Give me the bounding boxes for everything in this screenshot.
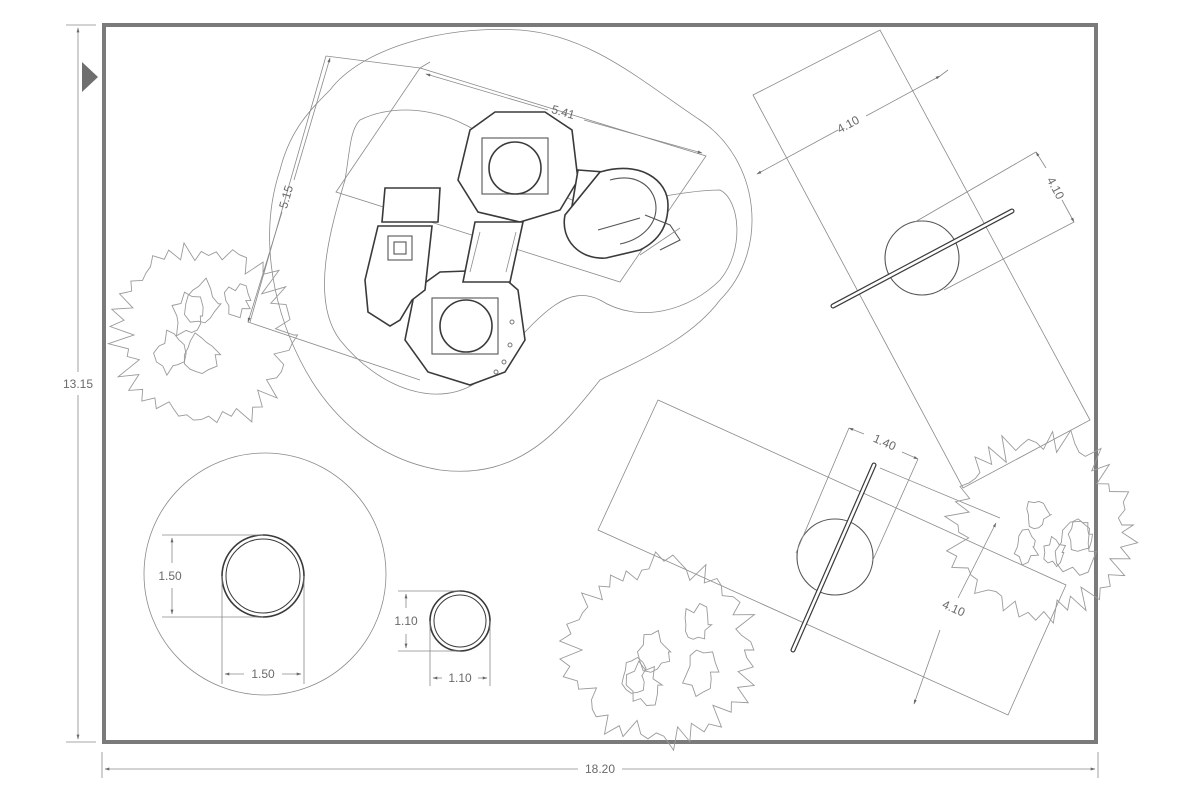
- overall-width-dimension: 18.20: [101, 752, 1099, 778]
- swing-top-length-dimension: 4.10: [756, 69, 949, 175]
- large-pad-height-label: 1.50: [158, 569, 182, 583]
- swing-top: [830, 208, 1015, 309]
- swing-top-width-label: 4.10: [1044, 175, 1067, 202]
- tree-canopy-icon: [943, 429, 1139, 625]
- small-pad-height-label: 1.10: [394, 614, 418, 628]
- swing-bottom-seat-dimension: 1.40: [795, 427, 919, 563]
- site-boundary: [102, 23, 1098, 744]
- overall-width-label: 18.20: [585, 762, 615, 776]
- play-structure-width-label: 5.15: [276, 183, 296, 210]
- play-structure-length-label: 5.41: [550, 102, 577, 122]
- swing-bottom: [790, 462, 877, 653]
- small-pad: 1.10 1.10: [394, 590, 491, 686]
- play-structure-footprint: [335, 67, 707, 283]
- overall-height-dimension: 13.15: [63, 24, 96, 743]
- play-structure-width-dimension: 5.15: [247, 55, 421, 381]
- large-pad-width-label: 1.50: [251, 667, 275, 681]
- swing-top-safety-zone: [752, 29, 1091, 489]
- play-structure: [364, 111, 681, 386]
- swing-top-length-label: 4.10: [835, 113, 862, 136]
- small-pad-width-label: 1.10: [448, 671, 472, 685]
- large-pad: 1.50 1.50: [143, 452, 387, 696]
- overall-height-label: 13.15: [63, 377, 93, 391]
- tree-canopy-icon: [558, 551, 756, 752]
- play-structure-length-dimension: 5.41: [419, 61, 703, 154]
- swing-bottom-safety-zone: [597, 399, 1067, 716]
- swing-bottom-length-label: 4.10: [940, 597, 967, 619]
- swing-bottom-seat-label: 1.40: [871, 431, 898, 453]
- triangle-marker-icon: [82, 62, 98, 92]
- tree-canopy-icon: [106, 241, 299, 424]
